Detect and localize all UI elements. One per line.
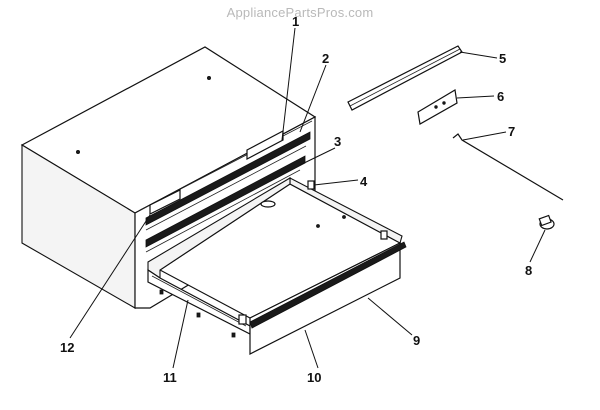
- slide-rail-edge: [349, 48, 461, 107]
- part-lock-rod: [452, 133, 564, 201]
- back-slot: [260, 200, 276, 208]
- bracket: [380, 230, 388, 240]
- leader-lines: [69, 27, 546, 369]
- part-lock-cylinder: [538, 214, 555, 230]
- screw-hole: [316, 224, 320, 228]
- drawer-gap: [145, 145, 307, 231]
- callout-8: 8: [525, 263, 532, 278]
- drawer-pull-upper: [145, 131, 311, 226]
- bracket: [307, 180, 315, 190]
- upper-drawers: [145, 130, 311, 253]
- bracket: [238, 314, 247, 325]
- callout-7: 7: [508, 124, 515, 139]
- callout-1: 1: [292, 14, 299, 29]
- plate-hole: [442, 101, 446, 105]
- callout-6: 6: [497, 89, 504, 104]
- label-holder-12: [149, 189, 181, 215]
- callout-12: 12: [60, 340, 74, 355]
- drawer-handle: [249, 241, 407, 329]
- plate-hole: [434, 105, 438, 109]
- callout-11: 11: [163, 370, 177, 385]
- open-drawer: [147, 177, 407, 355]
- screw-hole: [76, 149, 81, 154]
- callout-3: 3: [334, 134, 341, 149]
- callout-5: 5: [499, 51, 506, 66]
- callout-numbers: 1 2 3 4 5 6 7 8 9 10 11 12: [60, 14, 532, 385]
- screw-hole: [206, 76, 211, 81]
- watermark-text: AppliancePartsPros.com: [226, 5, 374, 20]
- slide-hole: [159, 289, 164, 295]
- callout-4: 4: [360, 174, 368, 189]
- slide-rail: [151, 275, 247, 327]
- callout-9: 9: [413, 333, 420, 348]
- drawer-gap: [145, 169, 301, 253]
- drawer-front-panel: [249, 242, 401, 355]
- label-holder-1: [246, 130, 284, 160]
- slide-hole: [196, 312, 201, 318]
- screw-hole: [342, 215, 346, 219]
- slide-hole: [231, 332, 236, 338]
- callout-2: 2: [322, 51, 329, 66]
- callout-10: 10: [307, 370, 321, 385]
